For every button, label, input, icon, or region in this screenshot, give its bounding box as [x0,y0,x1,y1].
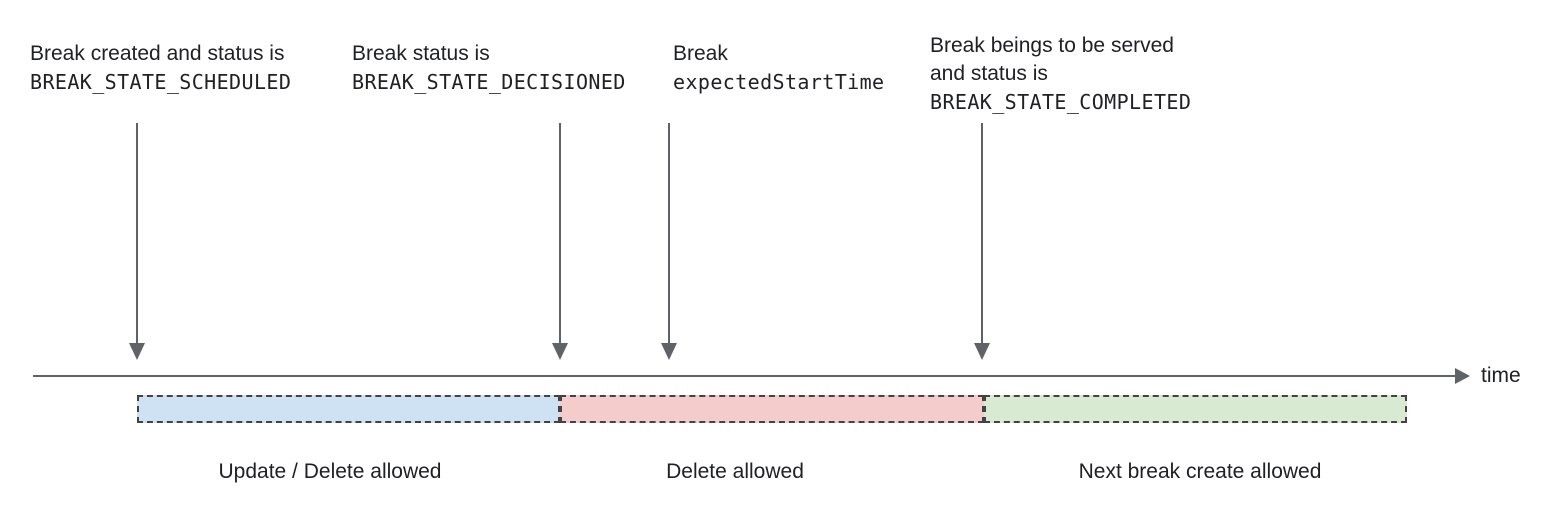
annotation-text: Break created and status is [30,42,285,65]
segment-label: Next break create allowed [1078,460,1322,483]
segment-label: Update / Delete allowed [218,460,442,483]
down-arrow-icon [129,123,145,360]
arrow-stem [136,123,138,343]
segment-next-break-create-allowed [984,395,1407,423]
annotation-break-scheduled: Break created and status is BREAK_STATE_… [30,40,291,96]
annotation-text: Break [673,42,728,65]
arrow-stem [559,123,561,343]
arrow-stem [981,123,983,343]
time-axis [33,375,1456,377]
arrowhead-icon [129,343,145,360]
annotation-text: Break beings to be served [930,34,1174,57]
annotation-break-completed: Break beings to be served and status is … [930,32,1191,116]
annotation-text: and status is [930,62,1048,85]
arrowhead-icon [974,343,990,360]
segment-label: Delete allowed [666,460,804,483]
arrowhead-icon [552,343,568,360]
down-arrow-icon [974,123,990,360]
time-axis-label: time [1481,364,1521,387]
annotation-code: expectedStartTime [673,70,885,94]
arrowhead-icon [661,343,677,360]
arrow-stem [668,123,670,343]
annotation-expected-start-time: Break expectedStartTime [673,40,885,96]
down-arrow-icon [661,123,677,360]
annotation-code: BREAK_STATE_DECISIONED [352,70,626,94]
annotation-code: BREAK_STATE_COMPLETED [930,90,1192,114]
segment-delete-allowed [560,395,984,423]
annotation-text: Break status is [352,42,490,65]
annotation-code: BREAK_STATE_SCHEDULED [30,70,292,94]
annotation-break-decisioned: Break status is BREAK_STATE_DECISIONED [352,40,626,96]
down-arrow-icon [552,123,568,360]
time-axis-arrowhead-icon [1455,368,1470,384]
segment-update-delete-allowed [137,395,560,423]
